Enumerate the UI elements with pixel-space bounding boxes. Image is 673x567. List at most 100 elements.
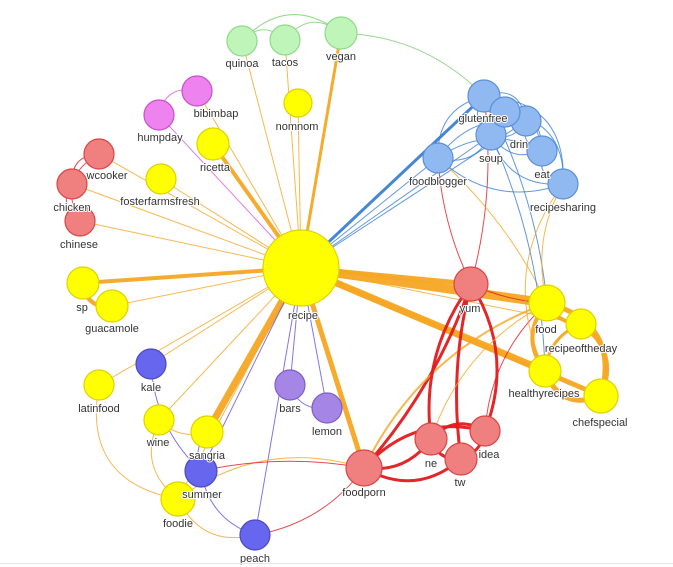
node-label-vegan: vegan — [326, 51, 356, 63]
node-food[interactable] — [528, 284, 566, 322]
node-bars-circle[interactable] — [274, 369, 306, 401]
node-vegan[interactable] — [324, 16, 358, 50]
node-eat[interactable] — [526, 135, 558, 167]
node-quinoa[interactable] — [226, 25, 258, 57]
node-blueA[interactable] — [489, 96, 521, 128]
node-vegan-circle[interactable] — [324, 16, 358, 50]
node-latinfood[interactable] — [83, 369, 115, 401]
node-label-bibimbap: bibimbap — [194, 108, 239, 120]
node-foodie[interactable] — [160, 481, 196, 517]
node-label-foodporn: foodporn — [342, 487, 385, 499]
node-sangria-circle[interactable] — [190, 415, 224, 449]
node-tacos-circle[interactable] — [269, 24, 301, 56]
node-food-circle[interactable] — [528, 284, 566, 322]
node-lemon-circle[interactable] — [311, 392, 343, 424]
node-label-foodblogger: foodblogger — [409, 176, 467, 188]
node-label-yum: yum — [460, 303, 481, 315]
node-recipe-circle[interactable] — [262, 229, 340, 307]
node-chefspecial-circle[interactable] — [583, 378, 619, 414]
node-kale[interactable] — [135, 348, 167, 380]
node-healthyrecipes[interactable] — [528, 354, 562, 388]
node-idea[interactable] — [469, 415, 501, 447]
node-quinoa-circle[interactable] — [226, 25, 258, 57]
node-label-peach: peach — [240, 553, 270, 565]
node-label-idea: idea — [479, 449, 501, 461]
node-summer[interactable] — [184, 454, 218, 488]
node-idea-circle[interactable] — [469, 415, 501, 447]
node-humpday[interactable] — [143, 99, 175, 131]
node-tw-circle[interactable] — [444, 442, 478, 476]
node-label-quinoa: quinoa — [225, 58, 259, 70]
node-label-guacamole: guacamole — [85, 323, 139, 335]
node-recipesharing-circle[interactable] — [547, 168, 579, 200]
node-label-nomnom: nomnom — [276, 121, 319, 133]
node-ne-circle[interactable] — [414, 422, 448, 456]
node-label-kale: kale — [141, 382, 161, 394]
node-yum[interactable] — [453, 266, 489, 302]
node-label-soup: soup — [479, 153, 503, 165]
node-nomnom-circle[interactable] — [283, 88, 313, 118]
node-bibimbap[interactable] — [181, 75, 213, 107]
node-latinfood-circle[interactable] — [83, 369, 115, 401]
node-chefspecial[interactable] — [583, 378, 619, 414]
node-bibimbap-circle[interactable] — [181, 75, 213, 107]
node-foodporn-circle[interactable] — [345, 449, 383, 487]
node-recipesharing[interactable] — [547, 168, 579, 200]
node-recipeoftheday[interactable] — [565, 308, 597, 340]
node-label-crockpot: wcooker — [86, 170, 128, 182]
node-wine-circle[interactable] — [143, 404, 175, 436]
node-foodblogger[interactable] — [422, 142, 454, 174]
node-lemon[interactable] — [311, 392, 343, 424]
node-guacamole-circle[interactable] — [95, 289, 129, 323]
node-wine[interactable] — [143, 404, 175, 436]
node-fosterfarmsfresh-circle[interactable] — [145, 163, 177, 195]
node-recipe[interactable] — [262, 229, 340, 307]
node-soup[interactable] — [475, 119, 507, 151]
edge-food-foodblogger — [437, 157, 548, 304]
node-tacos[interactable] — [269, 24, 301, 56]
node-foodie-circle[interactable] — [160, 481, 196, 517]
node-ricetta-circle[interactable] — [196, 127, 230, 161]
node-summer-circle[interactable] — [184, 454, 218, 488]
node-chinese[interactable] — [64, 205, 96, 237]
node-sangria[interactable] — [190, 415, 224, 449]
node-foodporn[interactable] — [345, 449, 383, 487]
edge-yum-tw — [455, 282, 473, 461]
node-ricetta[interactable] — [196, 127, 230, 161]
node-label-tw: tw — [455, 477, 466, 489]
node-crockpot-circle[interactable] — [83, 138, 115, 170]
node-kale-circle[interactable] — [135, 348, 167, 380]
node-yum-circle[interactable] — [453, 266, 489, 302]
node-guacamole[interactable] — [95, 289, 129, 323]
node-chinese-circle[interactable] — [64, 205, 96, 237]
node-sp[interactable] — [66, 266, 100, 300]
node-label-drink: drin — [510, 139, 528, 151]
node-layer — [56, 16, 619, 551]
node-tw[interactable] — [444, 442, 478, 476]
node-foodblogger-circle[interactable] — [422, 142, 454, 174]
node-chicken-circle[interactable] — [56, 168, 88, 200]
node-recipeoftheday-circle[interactable] — [565, 308, 597, 340]
node-humpday-circle[interactable] — [143, 99, 175, 131]
node-blueA-circle[interactable] — [489, 96, 521, 128]
node-eat-circle[interactable] — [526, 135, 558, 167]
node-peach-circle[interactable] — [239, 519, 271, 551]
node-chicken[interactable] — [56, 168, 88, 200]
edge-foodporn-food — [363, 302, 548, 469]
edge-healthyrecipes-soup — [490, 134, 546, 372]
node-label-food: food — [535, 324, 556, 336]
node-soup-circle[interactable] — [475, 119, 507, 151]
node-label-recipe: recipe — [288, 310, 318, 322]
node-sp-circle[interactable] — [66, 266, 100, 300]
node-bars[interactable] — [274, 369, 306, 401]
node-nomnom[interactable] — [283, 88, 313, 118]
node-crockpot[interactable] — [83, 138, 115, 170]
node-peach[interactable] — [239, 519, 271, 551]
node-fosterfarmsfresh[interactable] — [145, 163, 177, 195]
edge-foodblogger-recipesharing — [437, 157, 564, 193]
node-ne[interactable] — [414, 422, 448, 456]
node-healthyrecipes-circle[interactable] — [528, 354, 562, 388]
node-label-glutenfree: glutenfree — [459, 113, 508, 125]
